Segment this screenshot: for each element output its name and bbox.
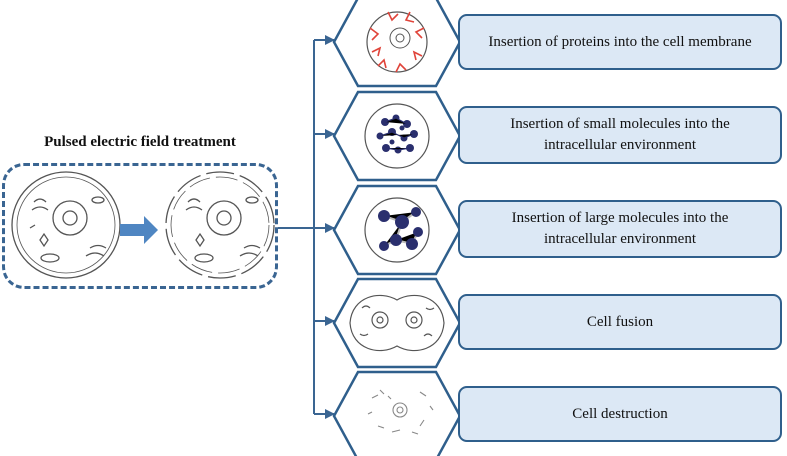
outcome-box-destruction: Cell destruction: [458, 386, 782, 442]
hexagon-fusion: [332, 277, 462, 369]
large-molecule-cell: [364, 197, 430, 263]
destroyed-cell: [367, 389, 434, 435]
hexagon-small-molecules: [332, 90, 462, 182]
outcome-box-small-molecules: Insertion of small molecules into the in…: [458, 106, 782, 164]
outcome-box-fusion: Cell fusion: [458, 294, 782, 350]
fused-cells: [349, 294, 445, 352]
porated-cell: [165, 171, 275, 279]
untreated-cell: [11, 171, 121, 279]
outcome-box-proteins: Insertion of proteins into the cell memb…: [458, 14, 782, 70]
small-molecule-cell: [364, 103, 430, 169]
protein-insertion-cell: [366, 11, 428, 73]
treatment-frame: [2, 163, 278, 289]
hexagon-destruction: [332, 370, 462, 456]
treatment-arrow: [120, 216, 158, 244]
treatment-title: Pulsed electric field treatment: [44, 134, 236, 150]
hexagon-proteins: [332, 0, 462, 88]
outcome-hexagons: [332, 0, 462, 456]
outcome-box-large-molecules: Insertion of large molecules into the in…: [458, 200, 782, 258]
connectors: [278, 35, 335, 419]
